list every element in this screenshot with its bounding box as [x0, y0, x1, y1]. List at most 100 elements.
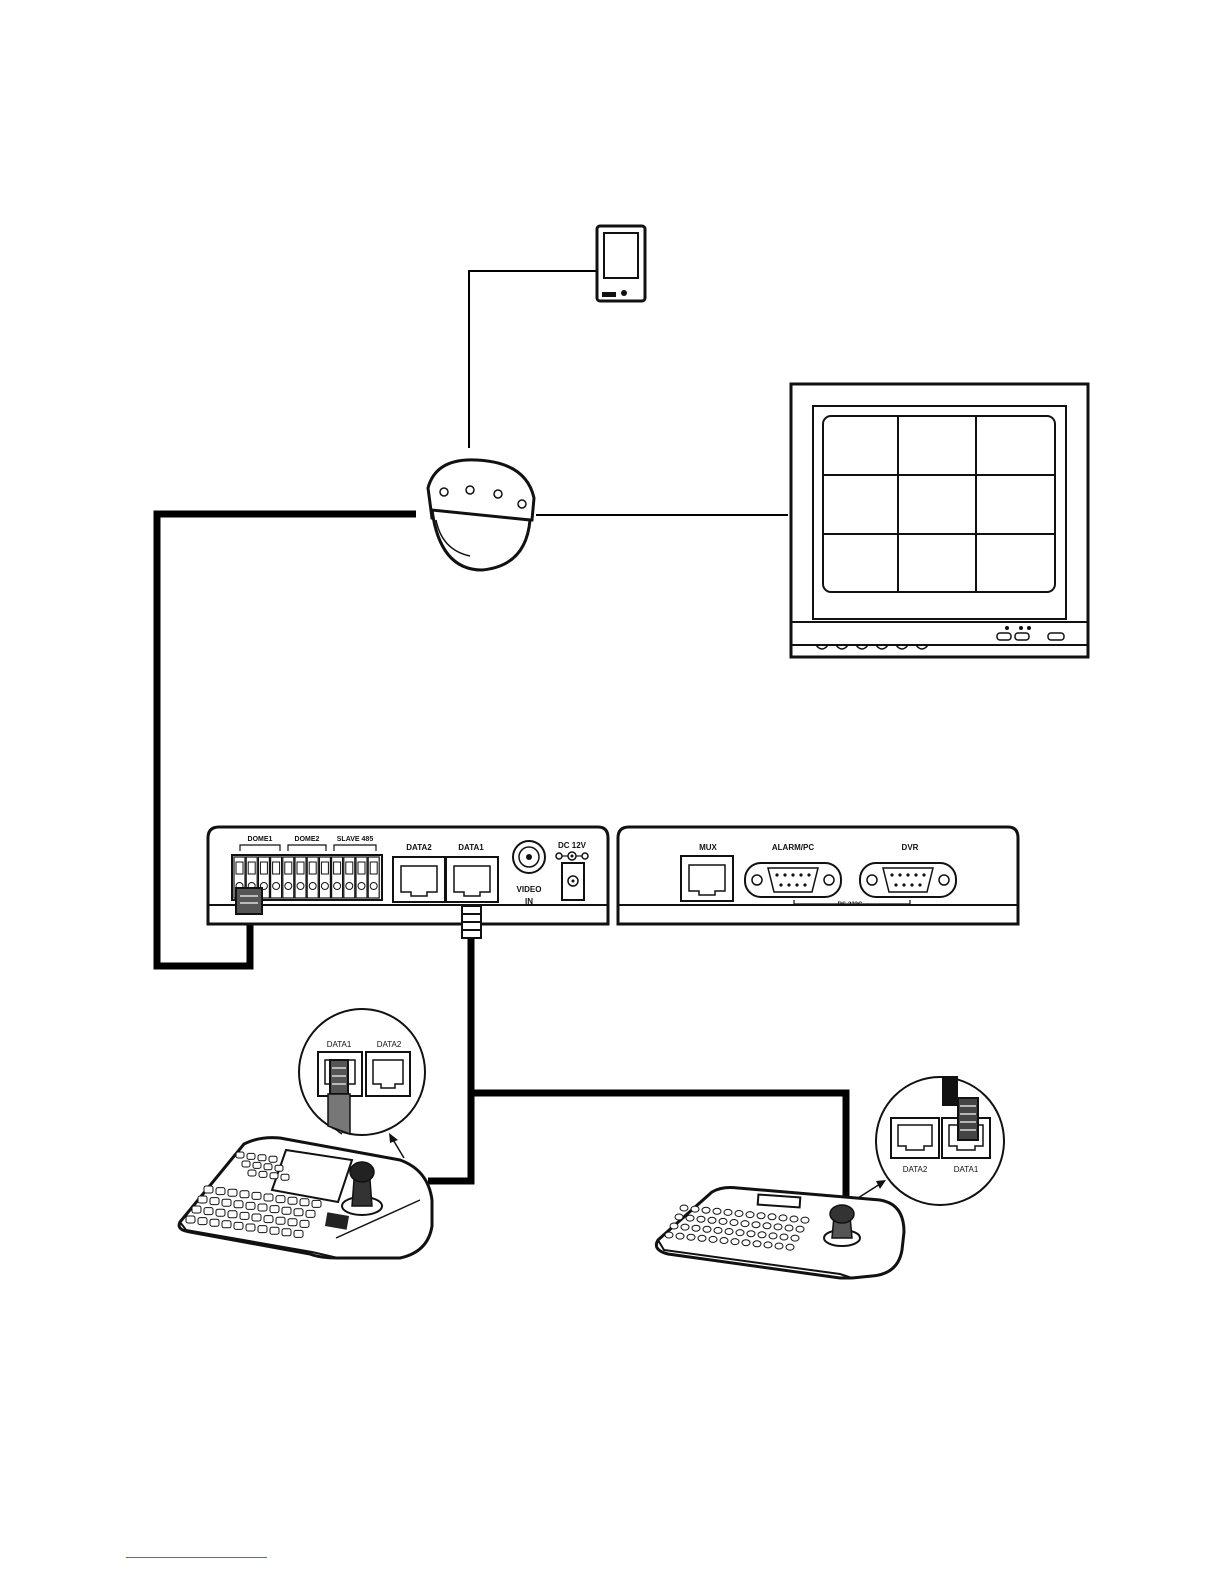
keyboard-key[interactable] — [210, 1219, 219, 1226]
keyboard-key[interactable] — [242, 1161, 250, 1167]
keyboard-key[interactable] — [294, 1230, 303, 1237]
keyboard-key[interactable] — [240, 1212, 249, 1219]
keyboard-key[interactable] — [186, 1216, 195, 1223]
keyboard-key[interactable] — [252, 1192, 261, 1199]
keyboard-key[interactable] — [768, 1214, 776, 1220]
data2-port[interactable] — [393, 857, 445, 902]
dc-power-jack[interactable] — [562, 863, 584, 900]
keyboard-key[interactable] — [234, 1201, 243, 1208]
keyboard-key[interactable] — [216, 1209, 225, 1216]
keyboard-key[interactable] — [204, 1208, 213, 1215]
keyboard-key[interactable] — [198, 1196, 207, 1203]
keyboard-key[interactable] — [697, 1216, 705, 1222]
keyboard-key[interactable] — [246, 1224, 255, 1231]
keyboard-key[interactable] — [270, 1227, 279, 1234]
data1-port[interactable] — [446, 857, 498, 902]
keyboard-key[interactable] — [204, 1186, 213, 1193]
alarm-pc-port[interactable] — [745, 863, 841, 897]
keyboard-key[interactable] — [294, 1209, 303, 1216]
keyboard-key[interactable] — [240, 1191, 249, 1198]
terminal-screw[interactable] — [307, 857, 318, 898]
keyboard-key[interactable] — [742, 1240, 750, 1246]
keyboard-key[interactable] — [282, 1207, 291, 1214]
keyboard-key[interactable] — [692, 1225, 700, 1231]
keyboard-key[interactable] — [264, 1194, 273, 1201]
keyboard-key[interactable] — [269, 1156, 277, 1162]
keyboard-key[interactable] — [281, 1174, 289, 1180]
keyboard-key[interactable] — [752, 1222, 760, 1228]
terminal-screw[interactable] — [332, 857, 343, 898]
keyboard-key[interactable] — [276, 1217, 285, 1224]
keyboard-key[interactable] — [210, 1198, 219, 1205]
keyboard-key[interactable] — [275, 1165, 283, 1171]
terminal-screw[interactable] — [344, 857, 355, 898]
keyboard-key[interactable] — [192, 1206, 201, 1213]
keyboard-key[interactable] — [216, 1188, 225, 1195]
dvr-port[interactable] — [860, 863, 956, 897]
keyboard-key[interactable] — [731, 1239, 739, 1245]
keyboard-key[interactable] — [741, 1221, 749, 1227]
keyboard-key[interactable] — [687, 1234, 695, 1240]
keyboard-key[interactable] — [228, 1189, 237, 1196]
terminal-screw[interactable] — [295, 857, 306, 898]
keyboard-key[interactable] — [719, 1218, 727, 1224]
keyboard-key[interactable] — [796, 1226, 804, 1232]
keyboard-key[interactable] — [753, 1241, 761, 1247]
keyboard-key[interactable] — [270, 1206, 279, 1213]
keyboard-key[interactable] — [681, 1224, 689, 1230]
keyboard-key[interactable] — [264, 1216, 273, 1223]
terminal-screw[interactable] — [283, 857, 294, 898]
keyboard-key[interactable] — [779, 1215, 787, 1221]
keyboard-key[interactable] — [264, 1164, 272, 1170]
keyboard-key[interactable] — [724, 1209, 732, 1215]
keyboard-key[interactable] — [236, 1152, 244, 1158]
keyboard-key[interactable] — [720, 1238, 728, 1244]
keyboard-key[interactable] — [247, 1153, 255, 1159]
keyboard-key[interactable] — [713, 1208, 721, 1214]
terminal-screw[interactable] — [319, 857, 330, 898]
keyboard-key[interactable] — [198, 1218, 207, 1225]
keyboard-key[interactable] — [736, 1230, 744, 1236]
keyboard-key[interactable] — [300, 1220, 309, 1227]
keyboard-key[interactable] — [780, 1234, 788, 1240]
keyboard-key[interactable] — [775, 1243, 783, 1249]
keyboard-key[interactable] — [258, 1155, 266, 1161]
video-in-bnc[interactable] — [513, 841, 545, 873]
keyboard-key[interactable] — [691, 1206, 699, 1212]
keyboard-key[interactable] — [790, 1216, 798, 1222]
keyboard-key[interactable] — [248, 1170, 256, 1176]
keyboard-key[interactable] — [665, 1232, 673, 1238]
keyboard-key[interactable] — [270, 1173, 278, 1179]
keyboard-key[interactable] — [757, 1213, 765, 1219]
keyboard-key[interactable] — [686, 1215, 694, 1221]
keyboard-key[interactable] — [786, 1244, 794, 1250]
keyboard-key[interactable] — [703, 1226, 711, 1232]
keyboard-key[interactable] — [234, 1222, 243, 1229]
keyboard-key[interactable] — [758, 1232, 766, 1238]
terminal-screw[interactable] — [368, 857, 379, 898]
mux-port[interactable] — [681, 856, 733, 901]
keyboard-key[interactable] — [288, 1197, 297, 1204]
keyboard-key[interactable] — [698, 1235, 706, 1241]
keyboard-key[interactable] — [246, 1202, 255, 1209]
keyboard-key[interactable] — [746, 1212, 754, 1218]
keyboard-key[interactable] — [675, 1214, 683, 1220]
keyboard-key[interactable] — [670, 1223, 678, 1229]
keyboard-key[interactable] — [725, 1229, 733, 1235]
terminal-screw[interactable] — [271, 857, 282, 898]
keyboard-key[interactable] — [774, 1224, 782, 1230]
keyboard-key[interactable] — [253, 1162, 261, 1168]
keyboard-key[interactable] — [747, 1231, 755, 1237]
keyboard-key[interactable] — [791, 1235, 799, 1241]
keyboard-key[interactable] — [801, 1217, 809, 1223]
keyboard-key[interactable] — [676, 1233, 684, 1239]
keyboard-key[interactable] — [763, 1223, 771, 1229]
keyboard-key[interactable] — [252, 1214, 261, 1221]
keyboard-key[interactable] — [702, 1207, 710, 1213]
keyboard-key[interactable] — [785, 1225, 793, 1231]
keyboard-key[interactable] — [258, 1204, 267, 1211]
terminal-screw[interactable] — [356, 857, 367, 898]
keyboard-key[interactable] — [258, 1226, 267, 1233]
keyboard-key[interactable] — [709, 1236, 717, 1242]
keyboard-key[interactable] — [222, 1199, 231, 1206]
